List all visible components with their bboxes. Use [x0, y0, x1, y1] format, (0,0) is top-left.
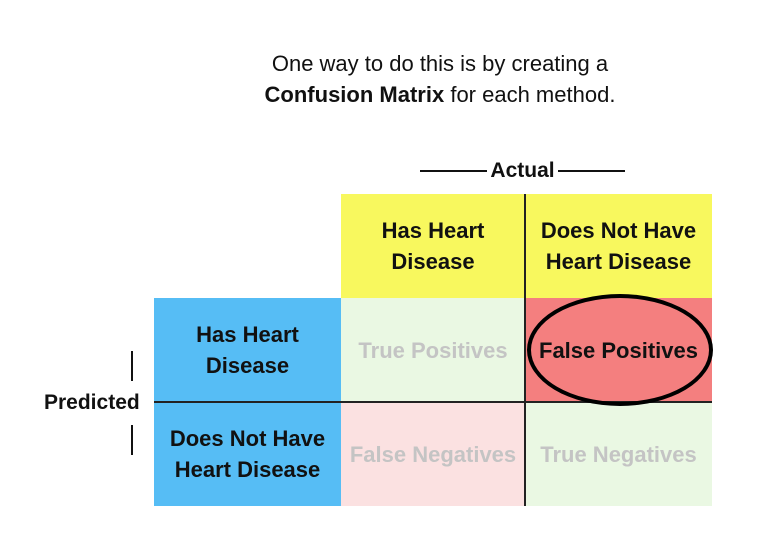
actual-left-line — [420, 170, 488, 172]
cell-false-negatives: False Negatives — [341, 402, 525, 506]
row-header-no-heart-disease-text: Does Not Have Heart Disease — [169, 426, 326, 482]
matrix-horizontal-divider — [154, 401, 712, 403]
cell-true-positives: True Positives — [341, 298, 525, 402]
cell-true-negatives: True Negatives — [525, 402, 712, 506]
caption-line-2-rest: for each method. — [444, 82, 616, 107]
cell-true-positives-text: True Positives — [358, 337, 508, 363]
actual-label: Actual — [490, 159, 555, 182]
caption-bold-term: Confusion Matrix — [264, 82, 445, 107]
caption-line-1: One way to do this is by creating a — [271, 51, 609, 76]
col-header-no-heart-disease: Does Not Have Heart Disease — [525, 194, 712, 298]
row-header-has-heart-disease: Has Heart Disease — [154, 298, 341, 402]
actual-right-line — [557, 170, 625, 172]
col-header-has-heart-disease: Has Heart Disease — [341, 194, 525, 298]
caption-line-2: Confusion Matrix for each method. — [200, 79, 680, 110]
cell-false-negatives-text: False Negatives — [349, 441, 517, 467]
caption: One way to do this is by creating a Conf… — [200, 48, 680, 110]
actual-axis-header: Actual — [420, 156, 625, 186]
predicted-top-line — [131, 351, 133, 381]
matrix-vertical-divider — [524, 194, 526, 506]
cell-true-negatives-text: True Negatives — [540, 441, 697, 467]
row-header-no-heart-disease: Does Not Have Heart Disease — [154, 402, 341, 506]
highlight-oval — [527, 294, 713, 406]
row-header-has-heart-disease-text: Has Heart Disease — [196, 322, 299, 378]
predicted-bottom-line — [131, 425, 133, 455]
col-header-has-heart-disease-text: Has Heart Disease — [381, 218, 485, 274]
predicted-label: Predicted — [44, 391, 140, 414]
col-header-no-heart-disease-text: Does Not Have Heart Disease — [540, 218, 697, 274]
